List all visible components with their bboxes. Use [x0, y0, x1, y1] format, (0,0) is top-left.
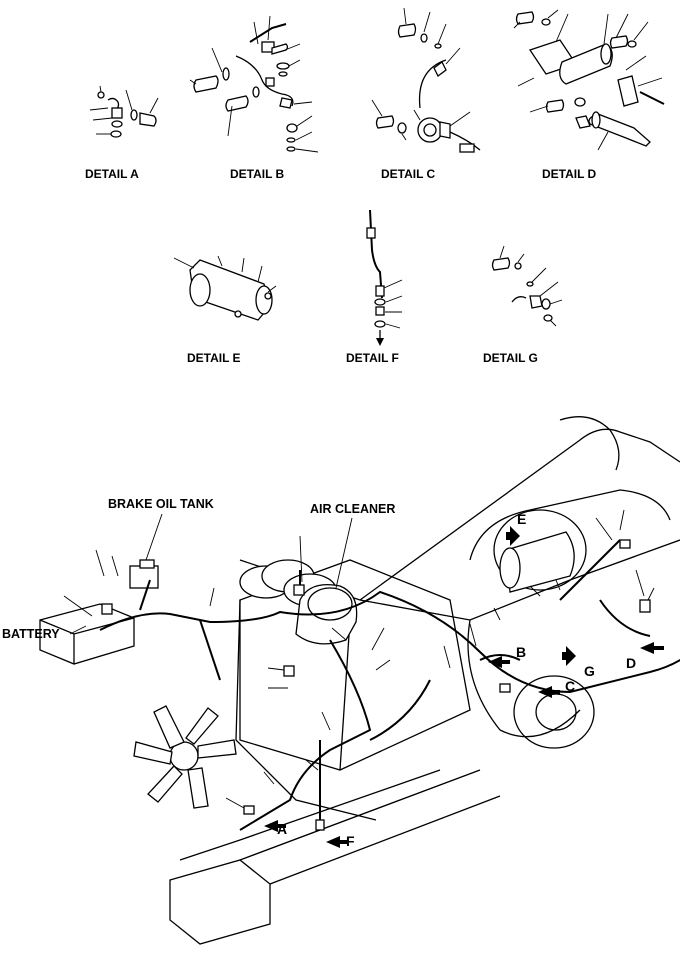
view-letter-a: A: [277, 821, 287, 837]
view-letter-c: C: [565, 678, 575, 694]
detail-a-drawing: [89, 85, 159, 138]
view-letter-g: G: [584, 663, 595, 679]
view-letter-f: F: [346, 833, 355, 849]
view-letter-e: E: [517, 511, 526, 527]
detail-g-drawing: [491, 245, 563, 327]
detail-b-caption: DETAIL B: [230, 167, 285, 181]
view-arrow-d: [640, 642, 664, 654]
main-assembly-drawing: [39, 416, 680, 945]
detail-f-caption: DETAIL F: [346, 351, 399, 365]
detail-c-caption: DETAIL C: [381, 167, 436, 181]
detail-b-drawing: [189, 15, 319, 153]
detail-e-caption: DETAIL E: [187, 351, 241, 365]
view-arrow-b: [488, 656, 510, 668]
detail-d-drawing: [513, 9, 665, 151]
detail-d-caption: DETAIL D: [542, 167, 597, 181]
view-arrow-c: [538, 686, 560, 698]
view-arrow-a: [264, 820, 286, 832]
air-cleaner-label: AIR CLEANER: [310, 502, 395, 516]
view-arrow-f: [326, 836, 348, 848]
view-letter-b: B: [516, 644, 526, 660]
detail-e-drawing: [173, 255, 277, 321]
detail-c-drawing: [371, 7, 481, 153]
brake-oil-tank-label: BRAKE OIL TANK: [108, 497, 214, 511]
detail-a-caption: DETAIL A: [85, 167, 139, 181]
view-arrow-e: [506, 526, 520, 546]
detail-f-drawing: [366, 209, 403, 346]
detail-g-caption: DETAIL G: [483, 351, 538, 365]
view-arrow-g: [562, 646, 576, 666]
battery-label: BATTERY: [2, 627, 60, 641]
view-letter-d: D: [626, 655, 636, 671]
